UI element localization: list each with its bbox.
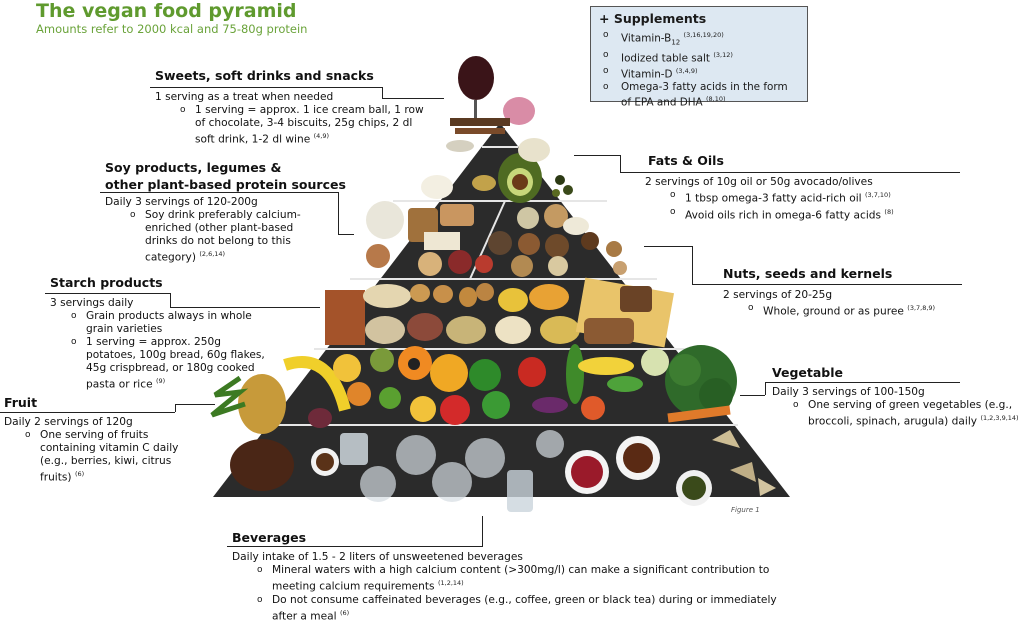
vegetable-intro: Daily 3 servings of 100-150g — [772, 386, 925, 398]
soy-legumes-items — [366, 201, 627, 277]
vegetable-text: Daily 3 servings of 100-150g One serving… — [772, 386, 1020, 429]
sweets-rule — [150, 87, 382, 88]
fats-items — [421, 138, 573, 203]
starch-connector — [170, 307, 320, 308]
supplement-item: Omega-3 fatty acids in the form of EPA a… — [599, 81, 799, 109]
fats-item: Avoid oils rich in omega-6 fatty acids (… — [667, 206, 975, 223]
vegetable-rule — [765, 382, 960, 383]
fats-item: 1 tbsp omega-3 fatty acid-rich oil (3,7,… — [667, 189, 975, 206]
fruit-item: One serving of fruits containing vitamin… — [22, 429, 194, 485]
figure-label: Figure 1 — [731, 506, 760, 514]
soy-heading: Soy products, legumes & other plant-base… — [105, 159, 346, 193]
fruit-intro: Daily 2 servings of 120g — [4, 416, 133, 428]
sweets-text: 1 serving as a treat when needed 1 servi… — [155, 91, 425, 147]
beverages-connector-v — [482, 516, 483, 546]
fats-intro: 2 servings of 10g oil or 50g avocado/oli… — [645, 176, 873, 188]
fats-heading: Fats & Oils — [648, 153, 724, 168]
beverages-item: Do not consume caffeinated beverages (e.… — [254, 594, 792, 623]
fats-text: 2 servings of 10g oil or 50g avocado/oli… — [645, 176, 975, 222]
soy-item: Soy drink preferably calcium-enriched (o… — [127, 209, 320, 265]
beverages-item: Mineral waters with a high calcium conte… — [254, 564, 792, 594]
fats-rule — [620, 172, 960, 173]
soy-heading-line2: other plant-based protein sources — [105, 177, 346, 192]
starch-item: 1 serving = approx. 250g potatoes, 100g … — [68, 336, 265, 392]
sweets-connector — [382, 98, 444, 99]
soy-heading-line1: Soy products, legumes & — [105, 160, 282, 175]
fruit-rule — [0, 412, 175, 413]
soy-intro: Daily 3 servings of 120-200g — [105, 196, 258, 208]
sweets-intro: 1 serving as a treat when needed — [155, 91, 334, 103]
fruit-vegetable-items — [210, 344, 737, 434]
starch-items — [325, 277, 675, 348]
nuts-connector — [644, 246, 692, 247]
vegetable-item: One serving of green vegetables (e.g., b… — [790, 399, 1020, 429]
vegetable-connector-v — [765, 382, 766, 395]
supplement-item: Iodized table salt (3,12) — [599, 49, 799, 65]
supplement-item: Vitamin-D (3,4,9) — [599, 65, 799, 81]
starch-rule — [45, 293, 170, 294]
beverages-intro: Daily intake of 1.5 - 2 liters of unswee… — [232, 551, 523, 563]
fruit-connector-v — [175, 404, 176, 412]
nuts-intro: 2 servings of 20-25g — [723, 289, 833, 301]
vegetable-heading: Vegetable — [772, 365, 844, 380]
starch-item: Grain products always in whole grain var… — [68, 310, 265, 336]
sweets-items — [450, 56, 535, 134]
starch-connector-v — [170, 293, 171, 307]
nuts-rule — [692, 284, 962, 285]
starch-heading: Starch products — [50, 275, 163, 290]
sweets-item: 1 serving = approx. 1 ice cream ball, 1 … — [177, 104, 425, 147]
starch-intro: 3 servings daily — [50, 297, 134, 309]
starch-text: 3 servings daily Grain products always i… — [50, 297, 265, 392]
sweets-connector-v — [382, 87, 383, 98]
page-title: The vegan food pyramid — [36, 0, 297, 22]
soy-connector-v — [338, 192, 339, 234]
fats-connector — [574, 155, 620, 156]
page-subtitle: Amounts refer to 2000 kcal and 75-80g pr… — [36, 22, 308, 36]
supplements-heading: + Supplements — [599, 11, 707, 26]
nuts-item: Whole, ground or as puree (3,7,8,9) — [745, 302, 983, 319]
beverages-rule — [227, 546, 483, 547]
supplements-box: + Supplements Vitamin-B12 (3,16,19,20) I… — [590, 6, 808, 109]
beverages-text: Daily intake of 1.5 - 2 liters of unswee… — [232, 551, 792, 623]
supplement-item: Vitamin-B12 (3,16,19,20) — [599, 29, 799, 49]
fruit-heading: Fruit — [4, 395, 38, 410]
nuts-connector-v — [692, 246, 693, 284]
soy-rule — [100, 192, 338, 193]
nuts-text: 2 servings of 20-25g Whole, ground or as… — [723, 289, 983, 319]
soy-connector — [338, 234, 354, 235]
soy-text: Daily 3 servings of 120-200g Soy drink p… — [105, 196, 320, 265]
fruit-connector — [175, 404, 215, 405]
sweets-heading: Sweets, soft drinks and snacks — [155, 68, 374, 83]
nuts-heading: Nuts, seeds and kernels — [723, 266, 893, 281]
vegetable-connector — [740, 395, 765, 396]
beverages-heading: Beverages — [232, 530, 307, 545]
beverages-items — [230, 430, 776, 512]
fats-connector-v — [620, 155, 621, 172]
fruit-text: Daily 2 servings of 120g One serving of … — [4, 416, 194, 485]
